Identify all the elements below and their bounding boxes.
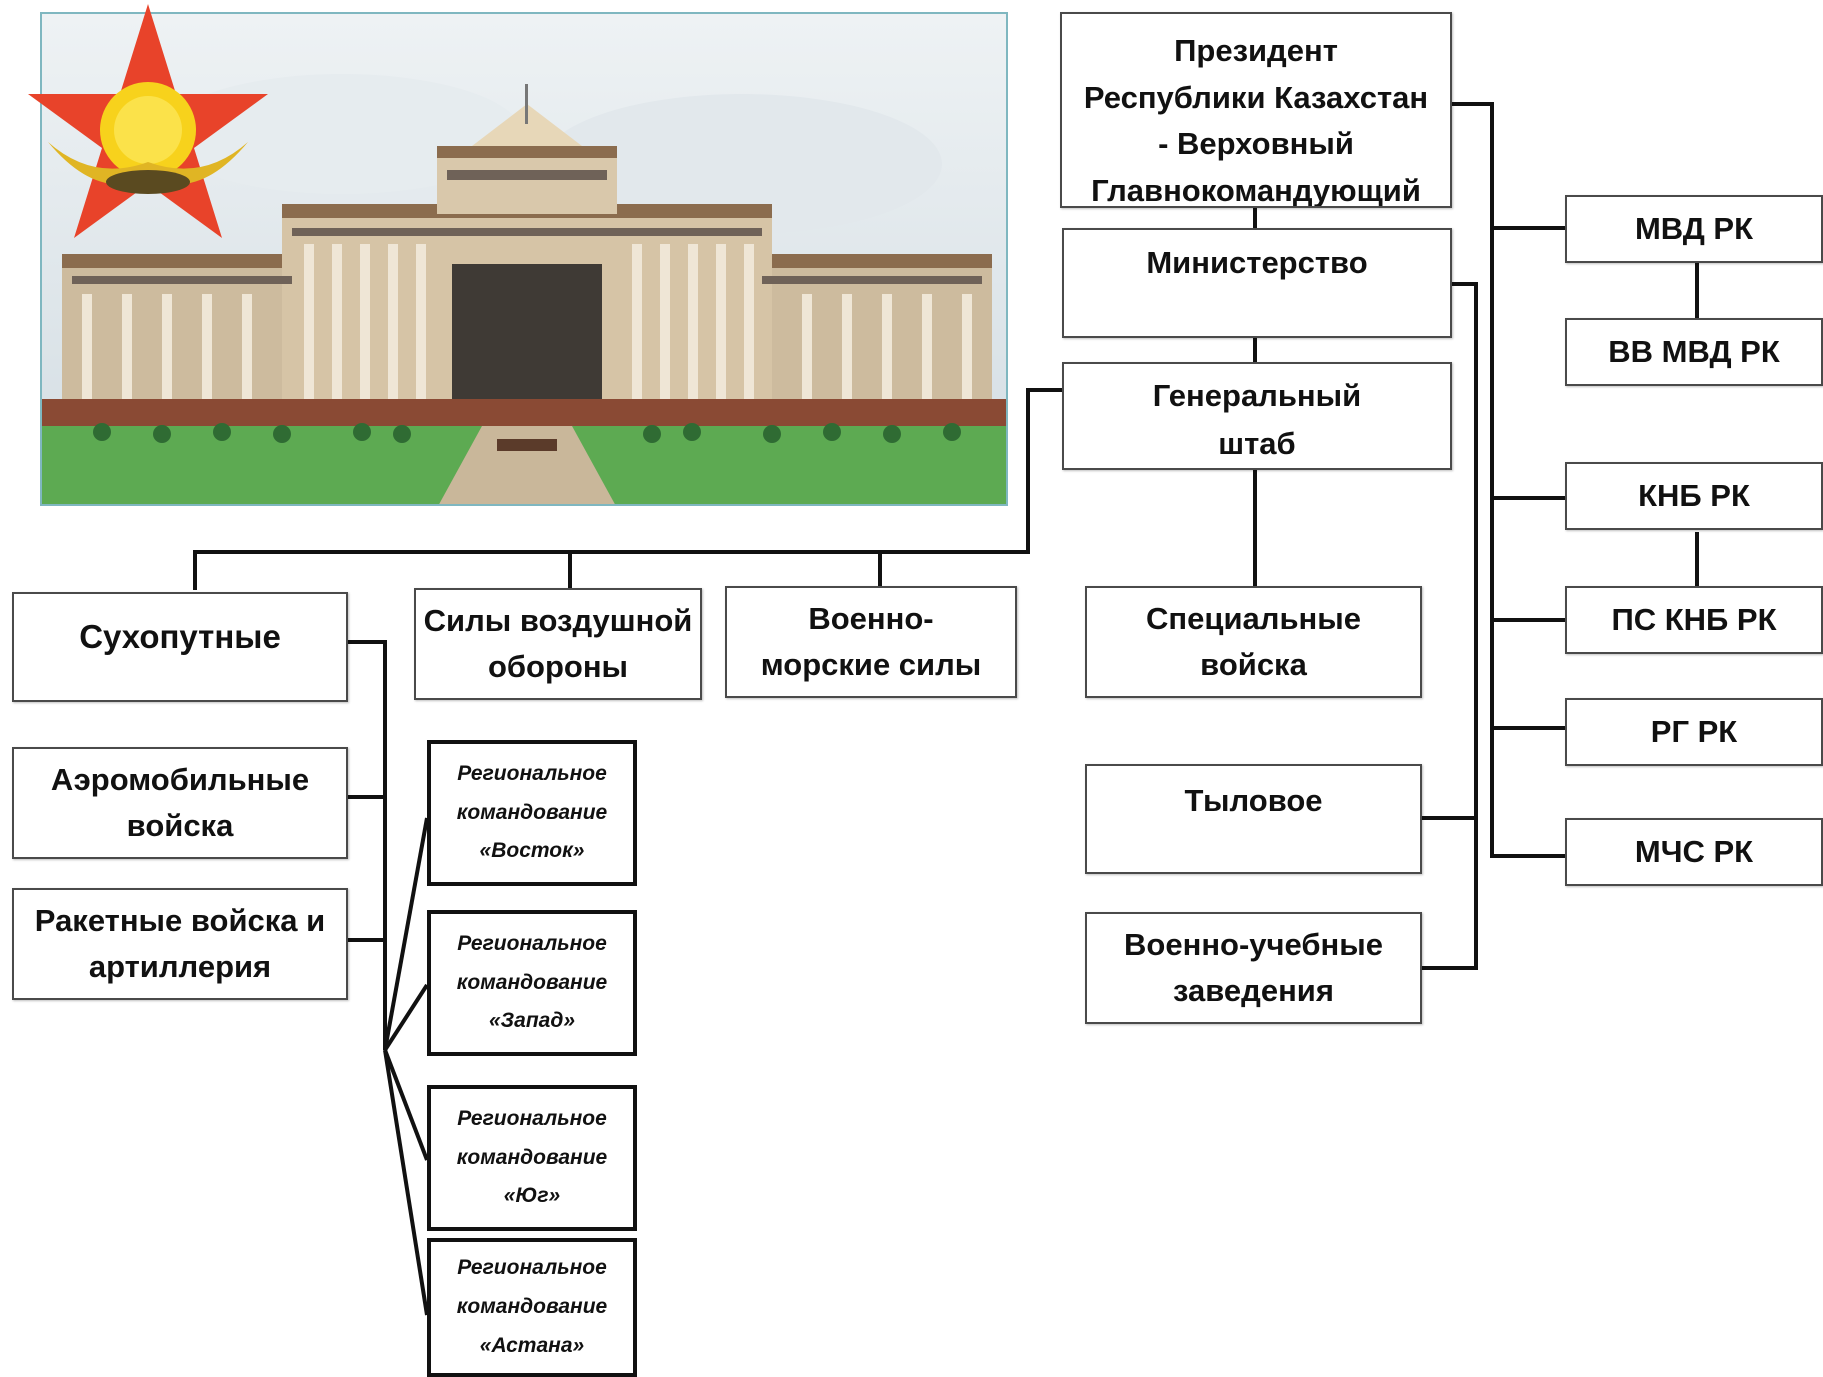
node-airmobile: Аэромобильные войска xyxy=(12,747,348,859)
regional-command-south-label: Региональное командование «Юг» xyxy=(456,1106,608,1208)
regional-command-west: Региональное командование «Запад» xyxy=(427,910,637,1056)
node-vv-mvd: ВВ МВД РК xyxy=(1565,318,1823,386)
node-vv-mvd-label: ВВ МВД РК xyxy=(1608,333,1780,369)
node-ministry: Министерство xyxy=(1062,228,1452,338)
building-illustration xyxy=(42,14,1006,504)
node-knb-label: КНБ РК xyxy=(1638,477,1750,513)
node-air-defense: Силы воздушной обороны xyxy=(414,588,702,700)
node-president: Президент Республики Казахстан - Верховн… xyxy=(1060,12,1452,208)
node-mchs-label: МЧС РК xyxy=(1634,833,1754,869)
node-navy: Военно- морские силы xyxy=(725,586,1017,698)
node-mvd: МВД РК xyxy=(1565,195,1823,263)
node-president-label: Президент Республики Казахстан - Верховн… xyxy=(1083,33,1429,208)
node-special-forces-label: Специальные войска xyxy=(1146,600,1361,683)
node-ministry-label: Министерство xyxy=(1146,245,1368,280)
node-rg: РГ РК xyxy=(1565,698,1823,766)
ministry-building-photo xyxy=(40,12,1008,506)
node-air-defense-label: Силы воздушной обороны xyxy=(423,602,693,685)
node-knb: КНБ РК xyxy=(1565,462,1823,530)
node-missile-artillery-label: Ракетные войска и артиллерия xyxy=(34,902,326,985)
node-military-schools-label: Военно-учебные заведения xyxy=(1124,926,1383,1009)
node-military-schools: Военно-учебные заведения xyxy=(1085,912,1422,1024)
star-emblem-icon xyxy=(28,4,268,238)
node-ps-knb: ПС КНБ РК xyxy=(1565,586,1823,654)
node-ground-forces: Сухопутные xyxy=(12,592,348,702)
node-rear-label: Тыловое xyxy=(1184,783,1323,818)
node-mvd-label: МВД РК xyxy=(1634,210,1754,246)
node-general-staff: Генеральный штаб xyxy=(1062,362,1452,470)
node-general-staff-label: Генеральный штаб xyxy=(1152,378,1362,462)
node-ps-knb-label: ПС КНБ РК xyxy=(1611,601,1777,637)
regional-command-west-label: Региональное командование «Запад» xyxy=(456,931,608,1033)
regional-command-astana: Региональное командование «Астана» xyxy=(427,1238,637,1377)
node-ground-forces-label: Сухопутные xyxy=(79,618,281,655)
node-mchs: МЧС РК xyxy=(1565,818,1823,886)
node-airmobile-label: Аэромобильные войска xyxy=(50,761,310,844)
regional-command-east: Региональное командование «Восток» xyxy=(427,740,637,886)
node-missile-artillery: Ракетные войска и артиллерия xyxy=(12,888,348,1000)
node-navy-label: Военно- морские силы xyxy=(760,600,982,683)
regional-command-astana-label: Региональное командование «Астана» xyxy=(456,1256,608,1357)
regional-command-east-label: Региональное командование «Восток» xyxy=(456,761,608,863)
node-rear: Тыловое xyxy=(1085,764,1422,874)
regional-command-south: Региональное командование «Юг» xyxy=(427,1085,637,1231)
node-special-forces: Специальные войска xyxy=(1085,586,1422,698)
node-rg-label: РГ РК xyxy=(1650,713,1738,749)
